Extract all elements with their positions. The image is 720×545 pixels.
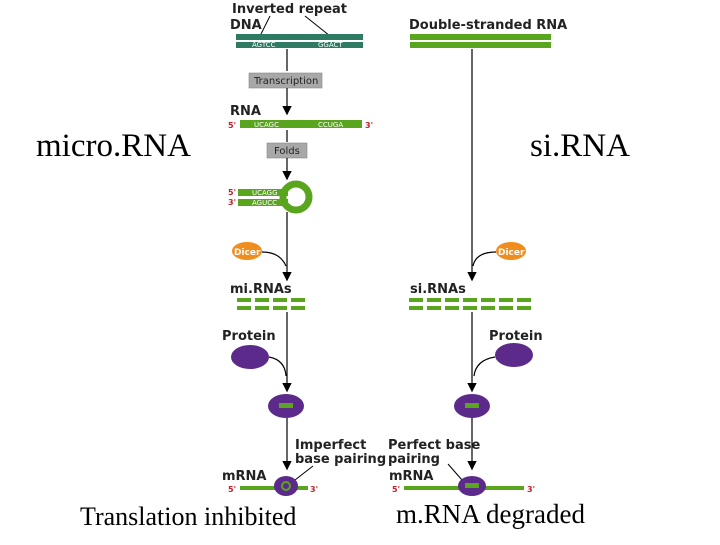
sirna-heading: si.RNA	[530, 128, 630, 164]
microrna-heading: micro.RNA	[36, 128, 191, 164]
dicer-left-shape	[232, 242, 262, 260]
imperfect-pairing-line1: Imperfect	[295, 438, 366, 453]
rna-3prime: 3'	[365, 121, 373, 130]
mirna-duplex-strand	[255, 298, 269, 302]
rna-label: RNA	[230, 104, 261, 119]
dsrna-strand-bottom	[410, 42, 551, 48]
mirna-duplex-strand	[255, 306, 269, 310]
dna-strand-bottom	[236, 42, 363, 48]
dna-label: DNA	[230, 18, 262, 33]
transcription-label: Transcription	[253, 76, 318, 87]
mrna-right-sirna-mark	[465, 483, 479, 488]
mirnas-label: mi.RNAs	[230, 282, 292, 297]
perfect-pairing-line2: pairing	[388, 452, 440, 467]
rna-5prime: 5'	[228, 121, 236, 130]
protein-left-shape	[231, 345, 269, 369]
protein-right-shape	[495, 343, 533, 367]
dicer-right-label: Dicer	[498, 248, 525, 258]
sirna-duplex-strand	[409, 306, 423, 310]
protein-right-arrow	[473, 356, 496, 377]
repeat-pointer-right	[304, 15, 331, 37]
risc-right-sirna	[465, 403, 479, 408]
sirna-duplex-strand	[409, 298, 423, 302]
mrna-left-mirna-mark	[281, 481, 291, 491]
dicer-left-arrow	[261, 251, 287, 267]
hairpin-loop	[279, 180, 313, 214]
perfect-pairing-pointer	[447, 463, 463, 481]
protein-right-label: Protein	[489, 329, 543, 344]
sirna-duplex-strand	[445, 298, 459, 302]
dsrna-strand-top	[410, 34, 551, 40]
sirna-duplex-strand	[499, 306, 513, 310]
mirna-duplex-strand	[273, 298, 287, 302]
sirna-duplex-strand	[463, 298, 477, 302]
mrna-left-5prime: 5'	[228, 485, 236, 494]
mrna-right-5prime: 5'	[392, 485, 400, 494]
inverted-repeat-label: Inverted repeat	[232, 2, 347, 17]
folds-label: Folds	[274, 146, 300, 157]
rna-seq-right: CCUGA	[318, 121, 343, 129]
risc-left-mirna	[279, 403, 293, 408]
hairpin-seq-bottom: AGUCC	[252, 199, 277, 207]
mrna-left-strand	[240, 486, 308, 490]
sirna-duplex-strand	[499, 298, 513, 302]
protein-left-arrow	[268, 356, 287, 377]
sirnas-label: si.RNAs	[410, 282, 466, 297]
imperfect-pairing-pointer	[294, 465, 314, 481]
sirna-duplex-strand	[481, 306, 495, 310]
hairpin-5prime: 5'	[228, 188, 236, 197]
rna-seq-left: UCAGC	[254, 121, 279, 129]
mirna-duplex-strand	[291, 306, 305, 310]
sirna-duplex-strand	[481, 298, 495, 302]
translation-inhibited-caption: Translation inhibited	[80, 502, 297, 531]
sirna-duplex-strand	[445, 306, 459, 310]
mrna-left-label: mRNA	[222, 469, 267, 484]
hairpin-seq-top: UCAGG	[252, 189, 278, 197]
mrna-left-bound-complex	[274, 476, 298, 496]
protein-left-label: Protein	[222, 329, 276, 344]
sirna-duplex-strand	[517, 298, 531, 302]
mrna-degraded-caption: m.RNA degraded	[396, 499, 585, 529]
dicer-left-label: Dicer	[234, 248, 261, 258]
sirna-duplexes	[409, 298, 531, 310]
dna-strand-top	[236, 34, 363, 40]
sirna-duplex-strand	[427, 306, 441, 310]
dicer-right-shape	[496, 242, 526, 260]
mirna-duplex-strand	[237, 306, 251, 310]
hairpin-stem-bottom	[238, 199, 288, 206]
mirna-duplexes	[237, 298, 305, 310]
sirna-duplex-strand	[463, 306, 477, 310]
dna-seq-left: AGTCC	[252, 41, 276, 49]
repeat-pointer-left	[259, 15, 271, 37]
dna-seq-right: GGACT	[318, 41, 343, 49]
hairpin-3prime: 3'	[228, 198, 236, 207]
rna-strand	[240, 120, 362, 128]
dicer-right-arrow	[472, 251, 497, 267]
sirna-duplex-strand	[427, 298, 441, 302]
mrna-right-label: mRNA	[389, 469, 434, 484]
sirna-duplex-strand	[517, 306, 531, 310]
imperfect-pairing-line2: base pairing	[295, 452, 386, 467]
mrna-left-3prime: 3'	[310, 485, 318, 494]
mirna-duplex-strand	[273, 306, 287, 310]
mirna-duplex-strand	[291, 298, 305, 302]
transcription-box	[248, 72, 323, 89]
mrna-right-3prime: 3'	[527, 485, 535, 494]
mirna-duplex-strand	[237, 298, 251, 302]
hairpin-stem-top	[238, 189, 288, 196]
dsrna-label: Double-stranded RNA	[409, 18, 567, 33]
perfect-pairing-line1: Perfect base	[388, 438, 480, 453]
